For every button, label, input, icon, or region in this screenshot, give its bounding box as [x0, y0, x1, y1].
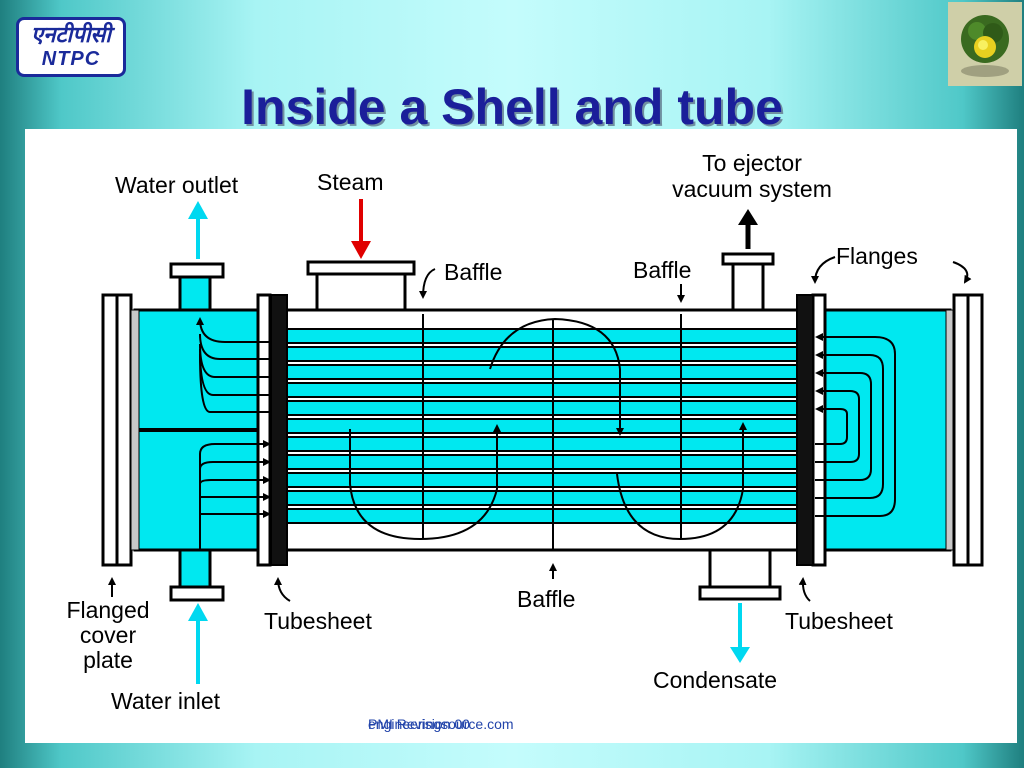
steam-arrow: [351, 199, 371, 259]
condensate-nozzle: [698, 545, 782, 601]
right-cover-plate: [945, 293, 984, 567]
shell-and-tube-diagram: Water outlet Steam To ejector vacuum sys…: [66, 150, 984, 714]
footer-source: engineeringsource.com: [368, 716, 514, 732]
tubesheet-label-left: Tubesheet: [264, 608, 372, 634]
ntpc-logo: एनटीपीसी NTPC: [16, 17, 126, 77]
label-pointers: [108, 256, 972, 602]
slide-title: Inside a Shell and tube: [241, 79, 783, 135]
flanged-label-line3: plate: [83, 647, 133, 673]
water-inlet-nozzle: [169, 545, 225, 602]
condensate-label: Condensate: [653, 667, 777, 693]
water-inlet-arrow: [188, 603, 208, 684]
logo-hindi-text: एनटीपीसी: [31, 23, 111, 48]
water-inlet-label: Water inlet: [111, 688, 221, 714]
flanged-cover-plate: [101, 293, 140, 567]
diagram-panel: Water outlet Steam To ejector vacuum sys…: [25, 129, 1017, 743]
baffle-label-right: Baffle: [633, 257, 691, 283]
flanges-label: Flanges: [836, 243, 918, 269]
right-tubesheet: [796, 294, 814, 566]
left-water-flow-in: [199, 440, 271, 549]
emblem-icon: [948, 2, 1022, 86]
steam-flow-paths: [349, 317, 747, 541]
right-water-flow: [815, 333, 896, 517]
logo-english-text: NTPC: [41, 48, 101, 70]
steam-nozzle: [306, 260, 416, 314]
ejector-nozzle: [721, 252, 775, 314]
tubesheet-label-right: Tubesheet: [785, 608, 893, 634]
left-tubesheet: [270, 294, 288, 566]
tube-bundle: [280, 328, 812, 524]
baffle-label-bottom: Baffle: [517, 586, 575, 612]
flanged-label-line1: Flanged: [66, 597, 149, 623]
ejector-label-line1: To ejector: [702, 150, 802, 176]
left-water-flow-out: [196, 317, 271, 413]
water-outlet-label: Water outlet: [115, 172, 239, 198]
steam-label: Steam: [317, 169, 383, 195]
footer-revision: PMI Revision 00: [368, 716, 470, 732]
ejector-label-line2: vacuum system: [672, 176, 832, 202]
water-outlet-arrow: [188, 201, 208, 259]
baffle-label-left: Baffle: [444, 259, 502, 285]
flanged-label-line2: cover: [80, 622, 137, 648]
condensate-arrow: [730, 603, 750, 663]
ejector-arrow: [738, 209, 758, 249]
